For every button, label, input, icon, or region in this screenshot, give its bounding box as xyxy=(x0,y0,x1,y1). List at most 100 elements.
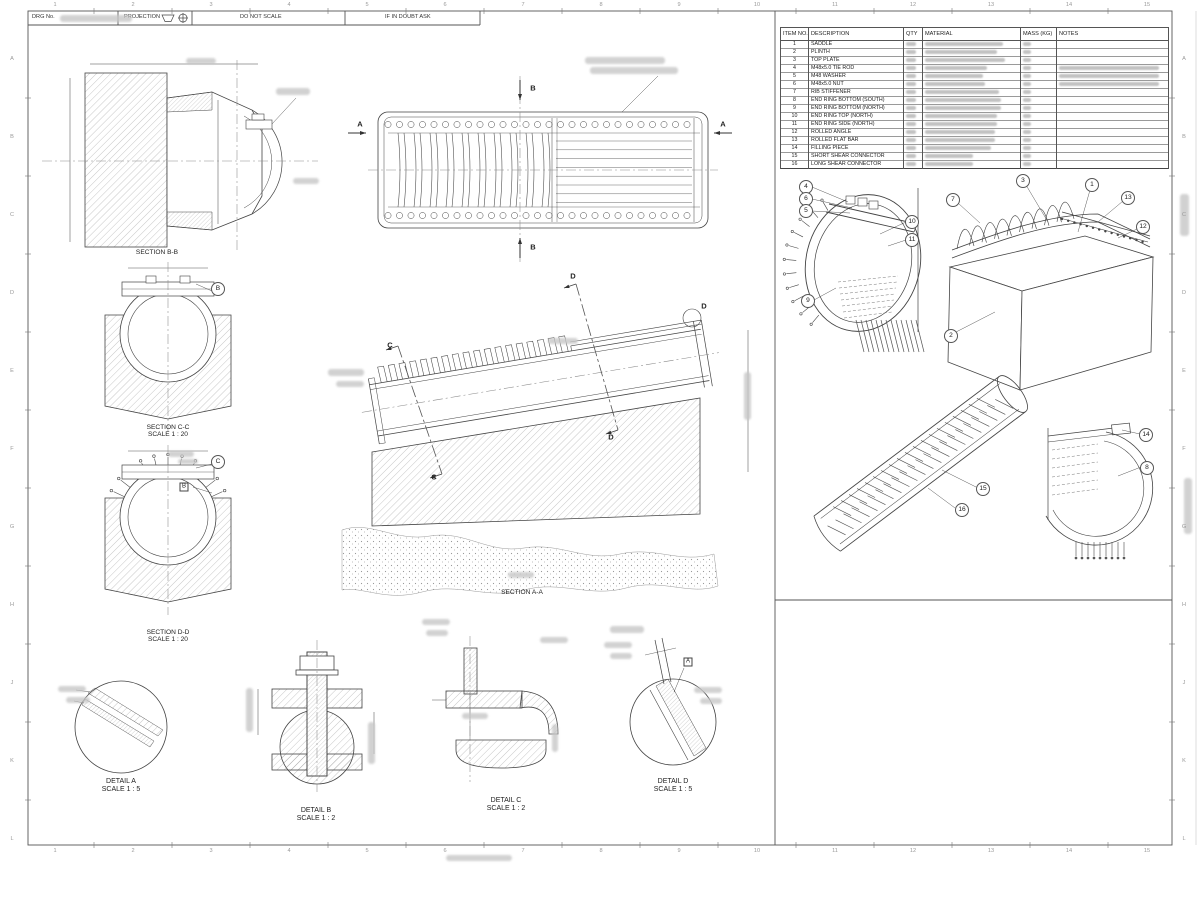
bom-cell-mass xyxy=(1020,112,1057,121)
grid-ref-label: 5 xyxy=(365,848,369,854)
redacted-value xyxy=(925,81,985,86)
grid-ref-label: 15 xyxy=(1143,848,1151,854)
redacted-value xyxy=(925,137,995,142)
bom-row: 13 ROLLED FLAT BAR xyxy=(780,136,1169,145)
redacted-annotation xyxy=(186,58,216,64)
balloon-callout: 3 xyxy=(1016,174,1030,188)
grid-ref-label: 10 xyxy=(753,2,761,8)
bom-cell-description: SADDLE xyxy=(808,40,904,49)
bom-cell-description: RIB STIFFENER xyxy=(808,88,904,97)
section-cut-letter: D xyxy=(608,432,614,442)
redacted-annotation xyxy=(246,688,253,732)
section-cut-letter: C xyxy=(387,340,393,350)
bom-cell-notes xyxy=(1056,64,1169,73)
redacted-annotation xyxy=(462,713,488,719)
bom-cell-qty xyxy=(903,56,923,65)
bom-cell-material xyxy=(922,88,1021,97)
grid-ref-label: F xyxy=(10,446,14,452)
section-cc-title: SECTION C-C xyxy=(146,424,190,431)
redacted-value xyxy=(906,49,916,54)
grid-ref-label: J xyxy=(1182,680,1186,686)
redacted-value xyxy=(1023,113,1031,118)
bom-header-item: ITEM NO. xyxy=(780,27,809,41)
bom-cell-description: M48x5.0 TIE ROD xyxy=(808,64,904,73)
bom-cell-item-no: 2 xyxy=(780,48,809,57)
redacted-annotation xyxy=(590,67,678,74)
boxed-reference-letter: B xyxy=(179,482,189,492)
redacted-value xyxy=(1023,41,1031,46)
redacted-value xyxy=(1023,153,1031,158)
grid-ref-label: L xyxy=(10,836,14,842)
redacted-value xyxy=(1023,121,1031,126)
bom-cell-description: END RING BOTTOM (NORTH) xyxy=(808,104,904,113)
redacted-annotation xyxy=(540,637,568,643)
bom-cell-item-no: 9 xyxy=(780,104,809,113)
redacted-value xyxy=(925,153,973,158)
grid-ref-label: 3 xyxy=(209,2,213,8)
if-in-doubt-label: IF IN DOUBT ASK xyxy=(385,14,431,20)
grid-ref-label: 1 xyxy=(53,848,57,854)
redacted-value xyxy=(1023,49,1031,54)
redacted-annotation xyxy=(60,15,132,22)
bom-cell-material xyxy=(922,152,1021,161)
bom-cell-description: LONG SHEAR CONNECTOR xyxy=(808,160,904,169)
grid-ref-label: E xyxy=(1182,368,1186,374)
grid-ref-label: 2 xyxy=(131,2,135,8)
bom-header-mass: MASS (KG) xyxy=(1020,27,1057,41)
bom-cell-notes xyxy=(1056,88,1169,97)
redacted-value xyxy=(925,49,997,54)
section-cut-letter: D xyxy=(570,271,576,281)
grid-ref-label: G xyxy=(1181,524,1187,530)
bom-cell-qty xyxy=(903,48,923,57)
bom-row: 11 END RING SIDE (NORTH) xyxy=(780,120,1169,129)
view-section-cc xyxy=(104,262,232,432)
bom-cell-notes xyxy=(1056,56,1169,65)
bom-cell-material xyxy=(922,64,1021,73)
bom-row: 8 END RING BOTTOM (SOUTH) xyxy=(780,96,1169,105)
bom-cell-mass xyxy=(1020,88,1057,97)
bom-cell-mass xyxy=(1020,104,1057,113)
bom-cell-item-no: 14 xyxy=(780,144,809,153)
redacted-value xyxy=(1023,89,1031,94)
bom-cell-description: TOP PLATE xyxy=(808,56,904,65)
bom-cell-mass xyxy=(1020,160,1057,169)
bom-cell-notes xyxy=(1056,128,1169,137)
bom-cell-notes xyxy=(1056,40,1169,49)
grid-ref-label: H xyxy=(9,602,15,608)
bom-row: 2 PLINTH xyxy=(780,48,1169,57)
view-detail-a xyxy=(73,680,168,774)
sheet-frame xyxy=(27,10,1197,846)
grid-ref-label: C xyxy=(9,212,15,218)
redacted-value xyxy=(906,121,916,126)
view-iso-saddle xyxy=(947,184,1155,391)
bom-row: 9 END RING BOTTOM (NORTH) xyxy=(780,104,1169,113)
bom-cell-item-no: 8 xyxy=(780,96,809,105)
grid-ref-label: 8 xyxy=(599,2,603,8)
redacted-value xyxy=(1023,129,1031,134)
grid-ref-label: 12 xyxy=(909,2,917,8)
bom-cell-item-no: 13 xyxy=(780,136,809,145)
bom-cell-material xyxy=(922,56,1021,65)
redacted-value xyxy=(925,57,1005,62)
grid-ref-label: 1 xyxy=(53,2,57,8)
grid-ref-label: E xyxy=(10,368,14,374)
bom-cell-mass xyxy=(1020,48,1057,57)
detail-a-title: DETAIL A xyxy=(106,778,136,785)
section-cut-letter: B xyxy=(530,242,536,252)
grid-ref-label: 11 xyxy=(832,848,838,854)
bom-cell-qty xyxy=(903,88,923,97)
redacted-value xyxy=(1023,57,1031,62)
balloon-callout: 2 xyxy=(944,329,958,343)
bom-cell-item-no: 12 xyxy=(780,128,809,137)
redacted-value xyxy=(925,97,1001,102)
do-not-scale-label: DO NOT SCALE xyxy=(240,14,282,20)
bom-cell-material xyxy=(922,80,1021,89)
redacted-value xyxy=(906,41,916,46)
bom-cell-item-no: 4 xyxy=(780,64,809,73)
bom-cell-material xyxy=(922,136,1021,145)
detail-b-title: DETAIL B xyxy=(300,807,332,814)
bom-cell-mass xyxy=(1020,96,1057,105)
bom-cell-qty xyxy=(903,144,923,153)
bom-cell-item-no: 3 xyxy=(780,56,809,65)
